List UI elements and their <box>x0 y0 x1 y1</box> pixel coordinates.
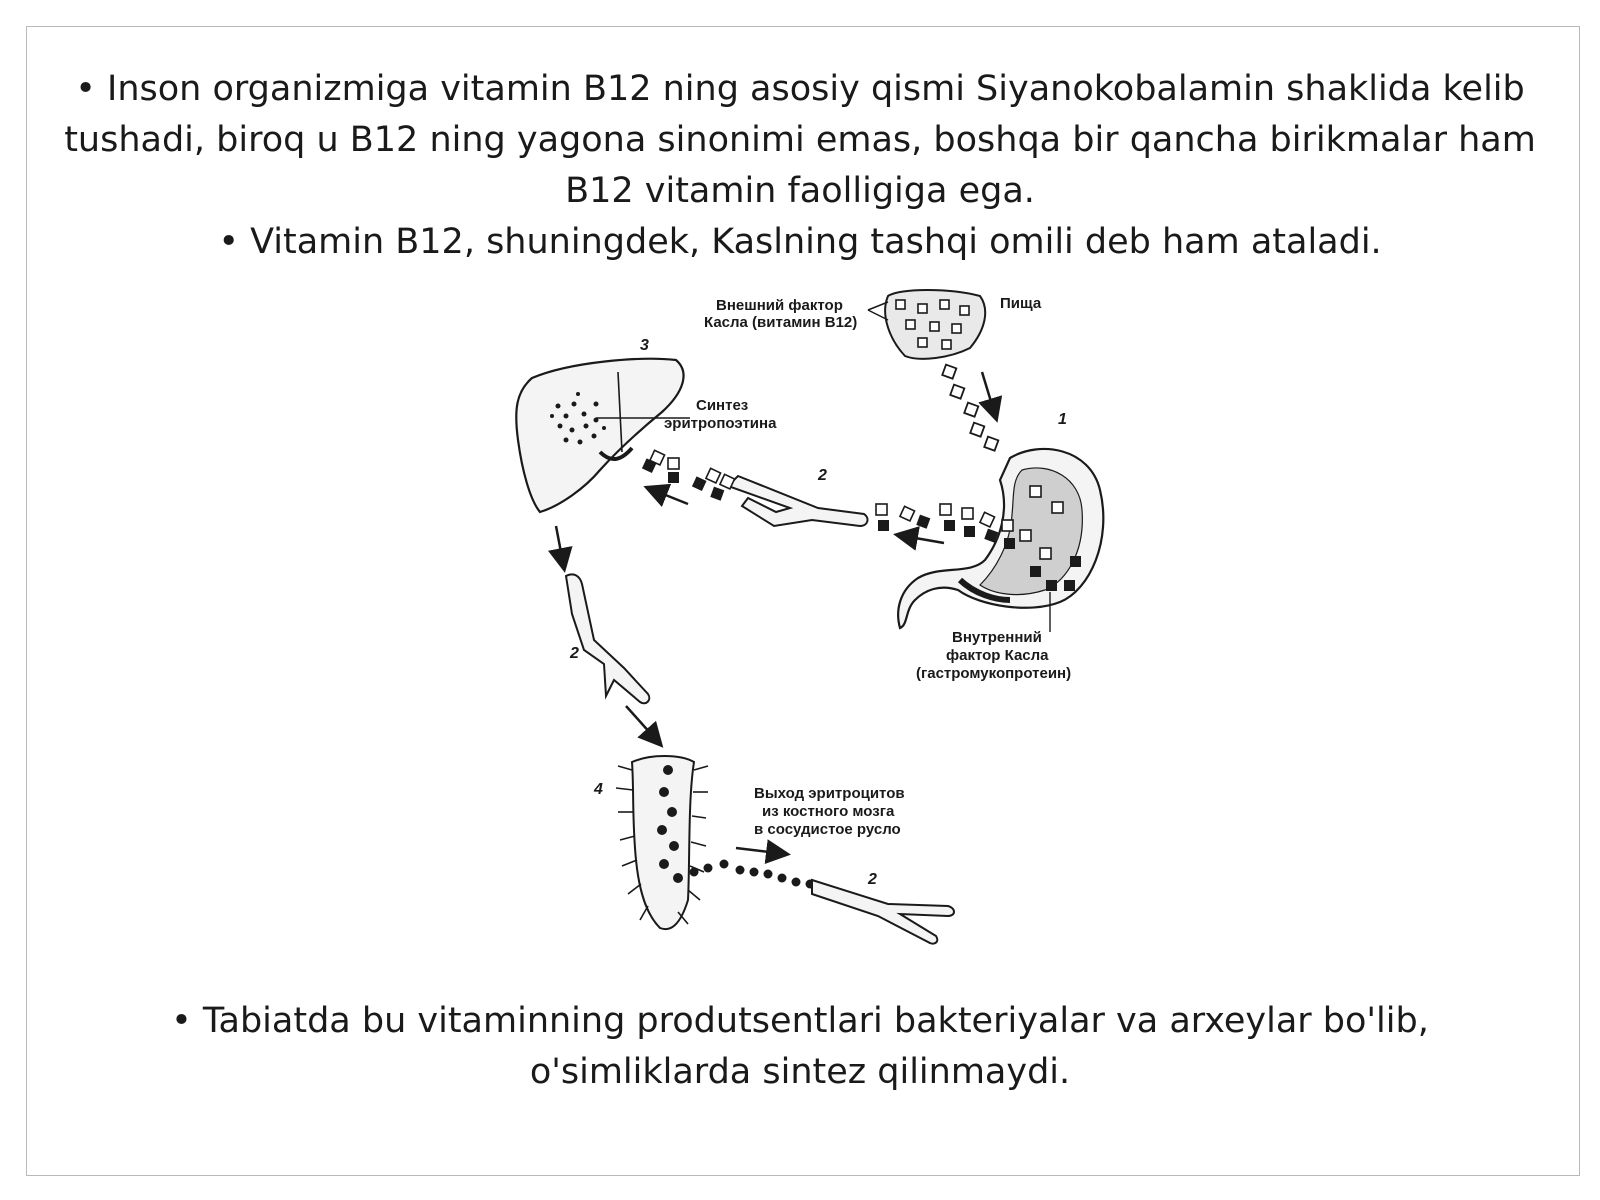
paragraph-producers: • Tabiatda bu vitaminning produtsentlari… <box>171 1001 1429 1092</box>
arrow-stomach-to-vessel <box>893 526 945 551</box>
label-synthesis-2: эритропоэтина <box>664 415 777 432</box>
label-internal-factor-3: (гастромукопротеин) <box>916 665 1071 682</box>
vessel-bottom-icon <box>811 878 955 945</box>
b12-particles-stomach <box>1019 485 1081 591</box>
bone-marrow-icon <box>615 755 709 931</box>
b12-particles-falling <box>941 363 1000 452</box>
bottom-paragraph: • Tabiatda bu vitaminning produtsentlari… <box>60 996 1540 1098</box>
label-external-factor-2: Касла (витамин B12) <box>704 314 857 331</box>
label-external-factor-1: Внешний фактор <box>716 297 843 314</box>
vessel-left-icon <box>564 573 651 705</box>
number-bone-marrow: 4 <box>593 781 603 798</box>
red-blood-cells <box>689 859 815 889</box>
arrow-vessel-to-bone-marrow <box>625 705 664 748</box>
vessel-top-icon <box>726 474 869 528</box>
label-internal-factor-2: фактор Касла <box>946 647 1049 664</box>
label-rbc-exit-2: из костного мозга <box>762 803 895 820</box>
top-paragraphs: • Inson organizmiga vitamin B12 ning aso… <box>60 64 1540 260</box>
b12-complex-particles-right <box>875 503 1015 549</box>
label-internal-factor-1: Внутренний <box>952 629 1042 646</box>
slide-frame <box>26 26 1580 1176</box>
number-stomach: 1 <box>1058 411 1067 428</box>
number-vessel-bottom: 2 <box>867 871 877 888</box>
b12-complex-particles-left <box>641 449 736 501</box>
food-icon <box>884 289 987 360</box>
paragraph-b12-forms: • Inson organizmiga vitamin B12 ning aso… <box>64 69 1536 211</box>
liver-icon <box>515 357 685 514</box>
label-rbc-exit-1: Выход эритроцитов <box>754 785 905 802</box>
stomach-icon <box>897 447 1105 630</box>
pointer-external-factor <box>867 301 889 311</box>
arrow-rbc-exit <box>735 839 791 865</box>
number-liver: 3 <box>640 337 649 354</box>
arrow-food-to-stomach <box>978 371 1003 423</box>
pointer-external-factor-2 <box>867 309 889 321</box>
arrow-liver-to-vessel <box>547 525 573 573</box>
number-vessel-left: 2 <box>569 645 579 662</box>
label-synthesis-1: Синтез <box>696 397 748 414</box>
label-food: Пища <box>1000 295 1042 312</box>
arrow-vessel-to-liver <box>643 483 689 508</box>
number-vessel-top: 2 <box>817 467 827 484</box>
paragraph-castle-factor: • Vitamin B12, shuningdek, Kaslning tash… <box>218 222 1382 260</box>
label-rbc-exit-3: в сосудистое русло <box>754 821 901 838</box>
